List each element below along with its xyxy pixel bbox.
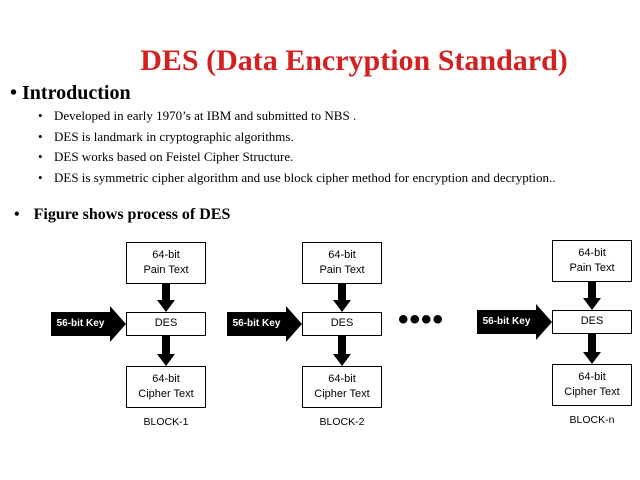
down-arrow-icon — [333, 336, 351, 366]
bullet-icon: • — [38, 128, 43, 144]
des-box: DES — [552, 310, 632, 334]
des-box: DES — [302, 312, 382, 336]
intro-bullet-text: DES is symmetric cipher algorithm and us… — [54, 169, 556, 185]
key-label: 56-bit Key — [51, 312, 110, 336]
intro-bullet-list: • Developed in early 1970’s at IBM and su… — [38, 108, 555, 190]
plaintext-box: 64-bit Pain Text — [302, 242, 382, 284]
bullet-icon: • — [10, 82, 18, 104]
down-arrow-icon — [333, 284, 351, 312]
ciphertext-box: 64-bit Cipher Text — [552, 364, 632, 406]
des-box: DES — [126, 312, 206, 336]
block-label: BLOCK-2 — [319, 416, 365, 428]
intro-heading-text: Introduction — [22, 82, 131, 104]
plaintext-label: Pain Text — [319, 264, 365, 276]
intro-bullet: • DES is landmark in cryptographic algori… — [38, 129, 555, 150]
intro-bullet-text: Developed in early 1970’s at IBM and sub… — [54, 108, 357, 123]
plaintext-box: 64-bit Pain Text — [126, 242, 206, 284]
figure-heading: • Figure shows process of DES — [14, 206, 230, 224]
intro-bullet: • DES is symmetric cipher algorithm and u… — [38, 170, 555, 191]
plaintext-size: 64-bit — [578, 247, 606, 259]
plaintext-label: Pain Text — [143, 264, 189, 276]
plaintext-box: 64-bit Pain Text — [552, 240, 632, 282]
slide-title: DES (Data Encryption Standard) — [140, 44, 568, 77]
bullet-icon: • — [14, 206, 20, 223]
ciphertext-size: 64-bit — [328, 373, 356, 385]
ciphertext-size: 64-bit — [152, 373, 180, 385]
ciphertext-box: 64-bit Cipher Text — [126, 366, 206, 408]
ciphertext-label: Cipher Text — [138, 388, 194, 400]
ellipsis-dots: •••• — [398, 303, 445, 336]
block-label: BLOCK-1 — [143, 416, 189, 428]
key-label: 56-bit Key — [477, 310, 536, 334]
ciphertext-size: 64-bit — [578, 371, 606, 383]
plaintext-size: 64-bit — [328, 249, 356, 261]
down-arrow-icon — [583, 282, 601, 310]
plaintext-label: Pain Text — [569, 262, 615, 274]
ciphertext-box: 64-bit Cipher Text — [302, 366, 382, 408]
bullet-icon: • — [38, 169, 43, 185]
figure-heading-text: Figure shows process of DES — [33, 206, 231, 223]
bullet-icon: • — [38, 108, 43, 123]
bullet-icon: • — [38, 149, 43, 164]
right-arrow-icon — [286, 306, 302, 342]
intro-bullet: • Developed in early 1970’s at IBM and su… — [38, 108, 555, 129]
down-arrow-icon — [157, 284, 175, 312]
right-arrow-icon — [110, 306, 126, 342]
key-label: 56-bit Key — [227, 312, 286, 336]
intro-bullet-text: DES works based on Feistel Cipher Struct… — [54, 149, 294, 164]
ciphertext-label: Cipher Text — [314, 388, 370, 400]
right-arrow-icon — [536, 304, 552, 340]
ciphertext-label: Cipher Text — [564, 386, 620, 398]
intro-heading: • Introduction — [10, 82, 131, 105]
des-block-n: 64-bit Pain Text 56-bit Key DES 64-bit C… — [477, 238, 640, 438]
key-arrow: 56-bit Key — [227, 306, 302, 342]
key-arrow: 56-bit Key — [477, 304, 552, 340]
down-arrow-icon — [157, 336, 175, 366]
des-block-1: 64-bit Pain Text 56-bit Key DES 64-bit C… — [51, 240, 291, 440]
key-arrow: 56-bit Key — [51, 306, 126, 342]
intro-bullet: • DES works based on Feistel Cipher Struc… — [38, 149, 555, 170]
plaintext-size: 64-bit — [152, 249, 180, 261]
down-arrow-icon — [583, 334, 601, 364]
des-block-2: 64-bit Pain Text 56-bit Key DES 64-bit C… — [227, 240, 467, 440]
block-label: BLOCK-n — [569, 414, 615, 426]
intro-bullet-text: DES is landmark in cryptographic algorit… — [54, 128, 294, 144]
